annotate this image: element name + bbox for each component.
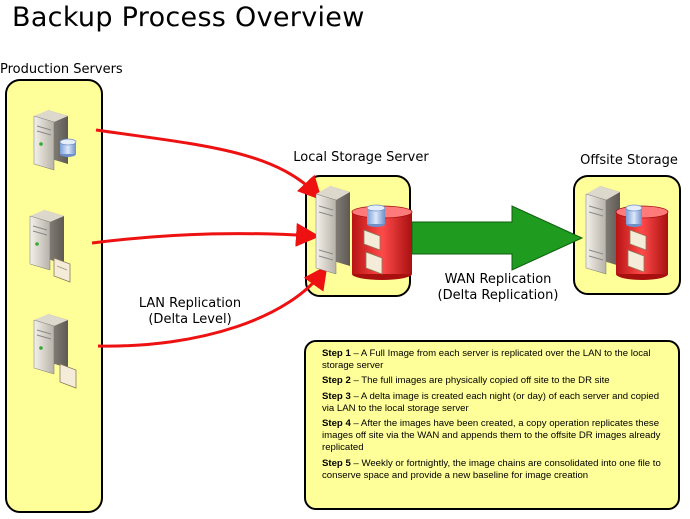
step-1-number: Step 1	[322, 348, 351, 359]
step-4-number: Step 4	[322, 418, 351, 430]
step-3-text: – A delta image is created each night (o…	[322, 390, 660, 414]
step-5: Step 5 – Weekly or fortnightly, the imag…	[322, 458, 668, 482]
wan-replication-line2: (Delta Replication)	[437, 288, 559, 303]
lan-replication-line1: LAN Replication	[138, 296, 242, 311]
step-1-text: – A Full Image from each server is repli…	[322, 348, 651, 372]
lan-arrow-2	[91, 222, 320, 247]
lan-replication-label: LAN Replication (Delta Level)	[120, 296, 260, 328]
step-4-text: – After the images have been created, a …	[322, 418, 661, 454]
lan-replication-line2: (Delta Level)	[148, 312, 232, 327]
step-1: Step 1 – A Full Image from each server i…	[322, 348, 668, 372]
local-storage-server-icon	[315, 186, 413, 280]
wan-replication-line1: WAN Replication	[444, 272, 552, 287]
step-2: Step 2 – The full images are physically …	[322, 375, 668, 387]
production-server-icon-2	[29, 210, 71, 283]
step-3-number: Step 3	[322, 390, 351, 402]
step-5-number: Step 5	[322, 457, 351, 469]
local-storage-server-label: Local Storage Server	[293, 150, 429, 165]
diagram-title: Backup Process Overview	[12, 2, 365, 33]
lan-arrow-3	[97, 265, 328, 348]
offsite-storage-server-icon	[585, 186, 669, 280]
production-servers-label: Production Servers	[0, 62, 123, 77]
step-3: Step 3 – A delta image is created each n…	[322, 391, 668, 415]
wan-replication-label: WAN Replication (Delta Replication)	[428, 272, 568, 304]
steps-box: Step 1 – A Full Image from each server i…	[304, 340, 680, 510]
production-server-icon-3	[33, 314, 77, 389]
step-2-number: Step 2	[322, 375, 351, 387]
production-servers-box	[5, 79, 103, 513]
step-2-text: – The full images are physically copied …	[350, 375, 610, 387]
production-server-icon-1	[33, 110, 77, 171]
offsite-storage-label: Offsite Storage	[580, 153, 678, 168]
step-4: Step 4 – After the images have been crea…	[322, 418, 668, 455]
lan-arrow-1	[95, 128, 323, 201]
step-5-text: – Weekly or fortnightly, the image chain…	[322, 457, 661, 481]
wan-arrow	[411, 205, 584, 271]
